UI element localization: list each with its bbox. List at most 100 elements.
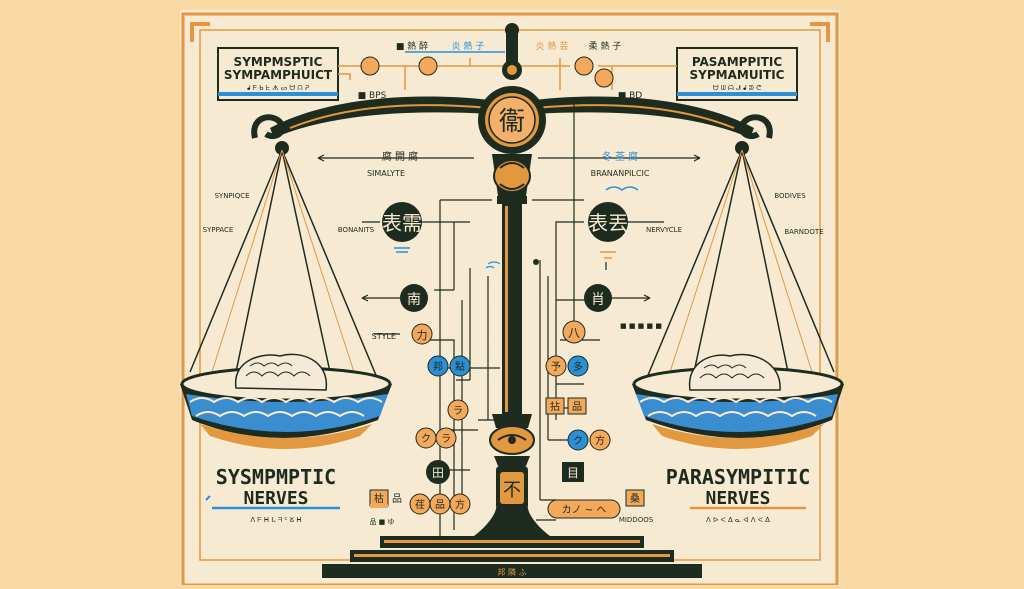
right-tag-1: 拈 <box>550 400 560 413</box>
left-outer-label-2: SYPPACE <box>203 226 234 234</box>
left-bottom-node-3 <box>449 493 471 515</box>
left-style-glyph: 力 <box>417 329 428 342</box>
top-right-box-line2: SYPMAMUITIC <box>690 68 785 82</box>
right-outer-label-1: BODIVES <box>774 192 806 200</box>
left-bottom-side-text: 品 ■ ゆ <box>369 518 394 526</box>
right-title-line2: NERVES <box>705 488 770 509</box>
right-orange-node-1-glyph: 予 <box>551 361 561 373</box>
left-mid-circle-glyph: 南 <box>407 292 421 308</box>
left-tag-2: 品 <box>392 493 402 505</box>
left-title-block: SYSMPMPTIC NERVES ᐱ ᖴ ᕼ ᒐ ᖷ ᑦ ᘜ ᕼ <box>205 465 340 524</box>
beam-left-scroll <box>251 114 286 140</box>
top-left-node-2 <box>418 56 438 76</box>
top-left-small-label-1: ■ 熱 醉 <box>396 40 428 52</box>
right-blue-node-3 <box>589 429 611 451</box>
top-right-box-sub: ᗢ ᗯ ᗣ ᗂ ᖱ ᕲ ᕦ <box>713 84 762 92</box>
top-right-small-label-1: 炎 熱 芸 <box>536 40 569 52</box>
right-bd-label: ■ BD <box>618 91 643 101</box>
pedestal-step-3 <box>322 564 702 578</box>
right-arm-arrow <box>538 154 701 162</box>
left-flow-arrows <box>361 294 400 335</box>
pedestal-step-1-inlay <box>384 540 640 543</box>
panel-corner-ornament-tr <box>810 22 830 42</box>
left-orange-node-b-glyph: ク <box>421 433 431 445</box>
top-left-box-sub: ᖱ ᖴ ᑲ ᖶ ᗑ ᔕ ᗢ ᕬ ᕈ <box>247 84 309 92</box>
left-arm-label: 腐 開 腐 <box>382 150 418 163</box>
left-orange-node-a-glyph: ラ <box>453 405 463 417</box>
left-bottom-node-2-glyph: 品 <box>435 499 445 511</box>
central-emblem: 衞 <box>478 86 546 154</box>
right-pan-strings-orange <box>669 149 813 373</box>
left-outer-label-1: SYNPIQCE <box>214 192 249 200</box>
right-mid-circle-glyph: 肖 <box>591 292 605 308</box>
left-tag-1: 枯 <box>374 492 384 505</box>
left-mid-label-1: BONANITS <box>338 226 375 234</box>
right-style-node <box>562 320 586 344</box>
top-right-small-label-2: 柔 熱 子 <box>589 40 622 52</box>
top-right-box-line1: PASAMPPITIC <box>692 55 783 69</box>
right-bottom-tag: 桑 <box>630 493 640 505</box>
balance-beam-inlay <box>289 104 735 129</box>
left-style-label: STYLE <box>372 332 396 341</box>
right-tag-2: 品 <box>572 401 582 413</box>
right-tag-1-box <box>545 397 565 415</box>
left-square-node <box>426 460 450 484</box>
top-right-node-2 <box>594 68 614 88</box>
left-pan-strings-orange <box>211 149 355 373</box>
left-bps-label: ■ BPS <box>358 91 387 101</box>
pillar-base-glyph: 不 <box>503 480 521 501</box>
right-title-line1: PARASYMPITIC <box>666 465 811 489</box>
beam-right-pivot <box>735 141 749 155</box>
left-big-circle: 表需 <box>382 202 422 253</box>
pedestal-foot-text: 邦 隣 ふ <box>497 567 526 577</box>
right-pan <box>632 353 844 449</box>
right-flow-arrows <box>643 294 651 302</box>
center-wifi-left <box>485 261 501 269</box>
right-big-circle-glyph: 表丟 <box>588 211 628 235</box>
central-emblem-glyph: 衞 <box>499 107 525 137</box>
left-mid-circle <box>400 284 428 312</box>
beam-left-pivot <box>275 141 289 155</box>
right-tag-2-box <box>567 397 587 415</box>
scale-finial <box>502 23 522 80</box>
top-left-node-1 <box>360 56 380 76</box>
left-pan-strings <box>189 149 379 381</box>
right-pill-label: カノ ~ ヘ <box>562 504 607 516</box>
left-tag-2-box <box>370 504 388 508</box>
top-left-small-label-2: 炎 熱 子 <box>452 40 485 52</box>
right-blue-node-1-glyph: 多 <box>573 360 583 373</box>
right-blue-node-1 <box>567 355 589 377</box>
right-title-block: PARASYMPITIC NERVES ᐱ ᐅ ᐸ ᐃ ᓇ ᐊ ᐱ ᐸ ᐃ <box>666 465 811 524</box>
right-square-node-glyph: 目 <box>567 466 579 480</box>
right-blue-node-3-glyph: 方 <box>595 434 605 447</box>
top-right-node-1 <box>574 56 594 76</box>
left-square-node-glyph: 田 <box>432 466 444 480</box>
top-left-box-line1: SYMPMSPTIC <box>234 55 323 69</box>
left-bottom-node-3-glyph: 方 <box>455 498 465 511</box>
left-blue-node-2-glyph: 點 <box>455 360 465 373</box>
pedestal-step-2-inlay <box>354 554 670 557</box>
right-mid-circle <box>584 284 612 312</box>
right-bottom-tag-box <box>625 489 645 507</box>
top-left-box-line2: SYMPAMPHUICT <box>224 68 333 82</box>
right-style-glyph: 八 <box>568 326 580 340</box>
left-bottom-node-1-glyph: 荏 <box>415 499 425 511</box>
right-side-small-text: ■ ■ ■ ■ ■ <box>620 322 662 330</box>
left-title-line1: SYSMPMPTIC <box>216 465 336 489</box>
left-orange-node-a <box>447 399 469 421</box>
top-right-label-box: PASAMPPITIC SYPMAMUITIC ᗢ ᗯ ᗣ ᗂ ᖱ ᕲ ᕦ <box>676 47 798 101</box>
right-arm-sublabel: BRANANPILCIC <box>591 169 650 178</box>
right-blue-node-2 <box>567 429 589 451</box>
left-arm-sublabel: SIMALYTE <box>367 169 405 178</box>
panel-corner-ornament-tl <box>190 22 210 42</box>
right-title-sub: ᐱ ᐅ ᐸ ᐃ ᓇ ᐊ ᐱ ᐸ ᐃ <box>706 516 770 524</box>
right-arm-wave <box>605 186 639 191</box>
left-title-sub: ᐱ ᖴ ᕼ ᒐ ᖷ ᑦ ᘜ ᕼ <box>250 516 301 524</box>
left-pan <box>180 353 392 449</box>
left-title-line2: NERVES <box>243 488 308 509</box>
right-pill <box>547 499 621 519</box>
right-big-circle: 表丟 <box>588 202 628 270</box>
left-orange-node-c <box>435 427 457 449</box>
